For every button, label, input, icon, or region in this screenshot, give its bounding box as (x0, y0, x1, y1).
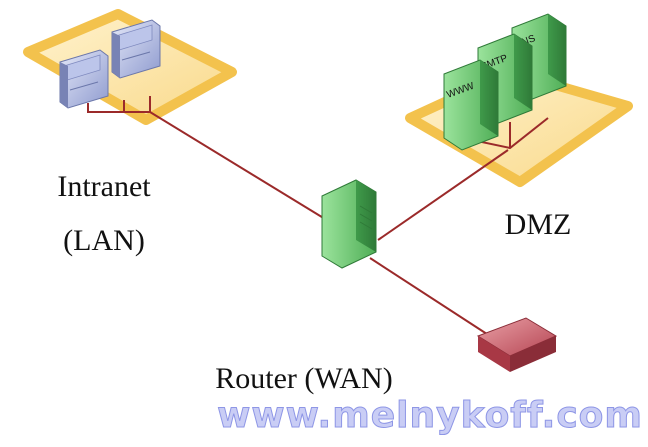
firewall-server-icon (321, 179, 377, 269)
intranet-pc-right-icon (111, 19, 161, 79)
dmz-label: DMZ (505, 208, 572, 241)
server-www-icon: WWW (443, 59, 499, 151)
intranet-label-line1: Intranet (57, 170, 151, 203)
intranet-pc-left-icon (59, 49, 109, 109)
intranet-label-line2: (LAN) (63, 224, 145, 257)
network-links (87, 96, 549, 337)
router-icon (476, 317, 558, 372)
router-label: Router (WAN) (215, 362, 392, 395)
watermark: www.melnykoff.com (217, 395, 643, 436)
